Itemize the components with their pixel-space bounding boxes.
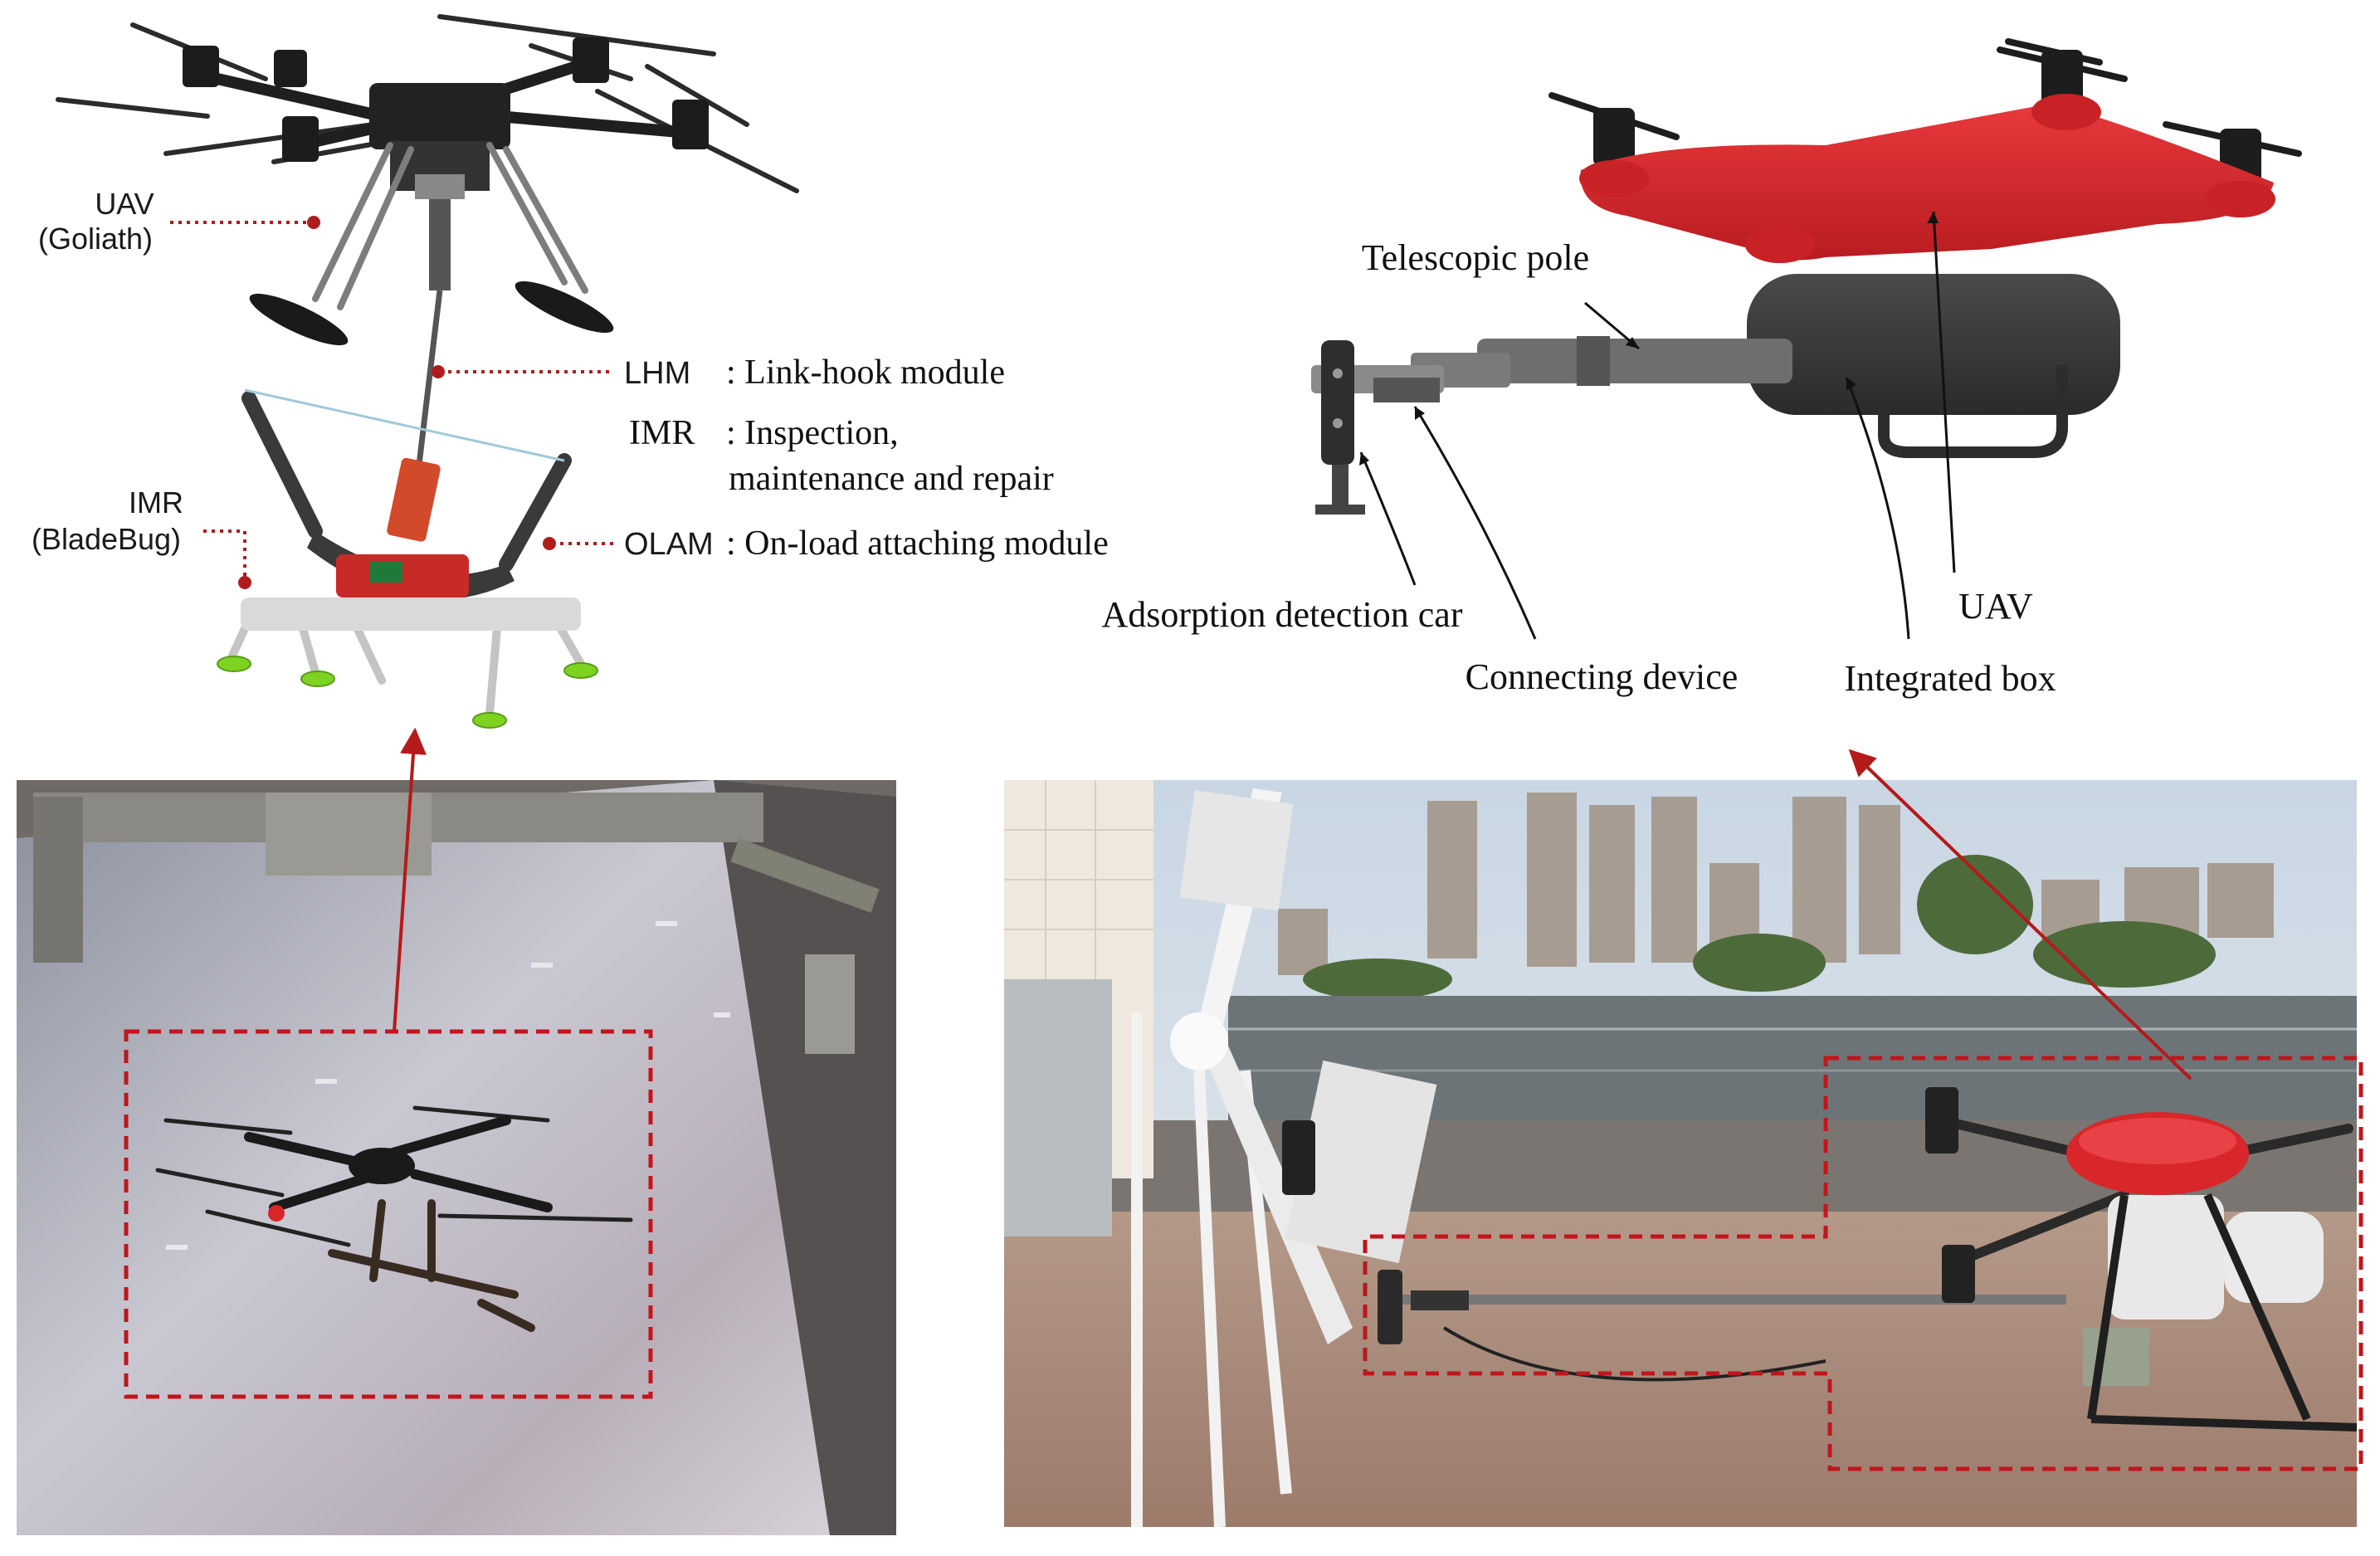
imr-left-sub-label: (BladeBug) (32, 522, 181, 556)
link-arrows (393, 727, 2192, 1080)
olam-desc: : On-load attaching module (726, 524, 1109, 563)
red-uav-illustration (1311, 38, 2302, 515)
imr-desc-1: : Inspection, (726, 414, 899, 452)
imr-desc-2: maintenance and repair (729, 460, 1054, 498)
telescopic-pole-label: Telescopic pole (1362, 237, 1589, 278)
goliath-highlight-box (124, 1029, 653, 1399)
highlight-boxes (124, 1029, 2363, 1471)
connecting-device-label: Connecting device (1466, 656, 1739, 697)
photo-blade-goliath (17, 780, 896, 1535)
integrated-box-label: Integrated box (1844, 658, 2056, 699)
uav-right-label: UAV (1958, 586, 2033, 627)
uav-label: UAV (95, 187, 154, 221)
arrow-right-up (1848, 749, 2192, 1080)
arrow-left-up (393, 727, 427, 1032)
left-leader-dots (238, 216, 556, 589)
uav-sub-label: (Goliath) (38, 222, 153, 256)
right-leader-heads (1359, 212, 1939, 466)
adsorption-car-label: Adsorption detection car (1102, 594, 1463, 635)
imr-abbr: IMR (629, 414, 695, 452)
imr-left-label: IMR (129, 485, 183, 519)
photo-rooftop-red-uav (1004, 780, 2357, 1527)
red-uav-highlight-box (1363, 1056, 2363, 1471)
bladebug-robot-illustration (217, 388, 598, 729)
olam-abbr: OLAM (624, 527, 714, 562)
left-leader-lines (170, 221, 618, 581)
right-leader-lines (1359, 211, 1956, 640)
lhm-abbr: LHM (624, 356, 690, 391)
goliath-uav-illustration (56, 14, 799, 466)
lhm-desc: : Link-hook module (726, 354, 1005, 392)
